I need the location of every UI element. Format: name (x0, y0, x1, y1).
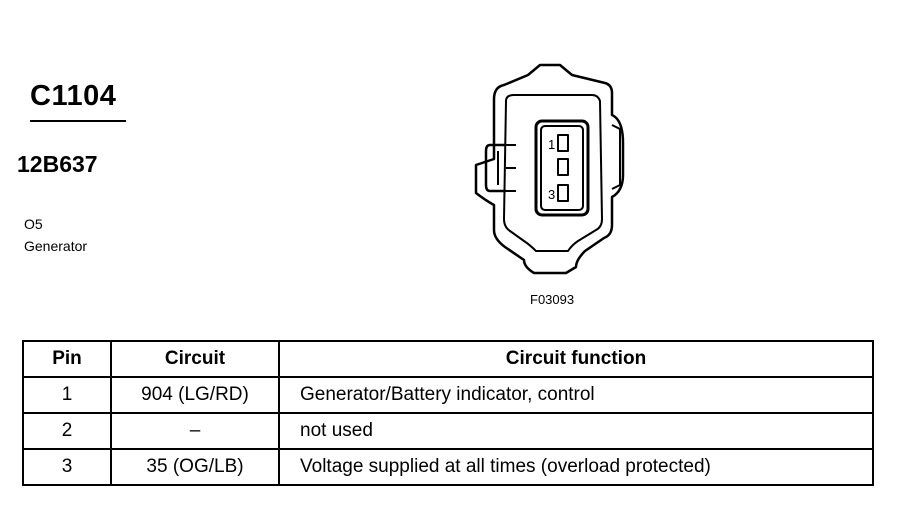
component-name: Generator (24, 238, 88, 254)
pinout-table: Pin Circuit Circuit function 1 904 (LG/R… (22, 340, 874, 486)
pin-cell: 1 (22, 376, 112, 414)
connector-face-icon: 1 3 (474, 63, 625, 275)
pin-label-1: 1 (548, 137, 555, 152)
connector-id-underline (30, 120, 126, 122)
connector-housing-inner (503, 94, 603, 252)
pin-cavity-frame (534, 119, 590, 217)
table-header-row: Pin Circuit Circuit function (22, 340, 874, 378)
pin-label-3: 3 (548, 187, 555, 202)
pin-cell: 3 (22, 448, 112, 486)
function-cell: Voltage supplied at all times (overload … (278, 448, 874, 486)
part-number: 12B637 (17, 151, 98, 177)
location-code: O5 (24, 216, 43, 232)
terminal-pin-3 (557, 184, 569, 202)
header-circuit: Circuit (110, 340, 280, 378)
figure-code: F03093 (530, 292, 575, 307)
connector-id: C1104 (30, 80, 117, 112)
table-row: 1 904 (LG/RD) Generator/Battery indicato… (22, 376, 874, 414)
function-cell: not used (278, 412, 874, 450)
function-cell: Generator/Battery indicator, control (278, 376, 874, 414)
connector-housing-outer (474, 63, 625, 275)
connector-side-ridge (611, 124, 621, 190)
connector-lock-tab (484, 143, 506, 193)
circuit-cell: 35 (OG/LB) (110, 448, 280, 486)
table-row: 3 35 (OG/LB) Voltage supplied at all tim… (22, 448, 874, 486)
circuit-cell: 904 (LG/RD) (110, 376, 280, 414)
table-row: 2 – not used (22, 412, 874, 450)
terminal-pin-2 (557, 158, 569, 176)
terminal-pin-1 (557, 134, 569, 152)
circuit-cell: – (110, 412, 280, 450)
pin-cell: 2 (22, 412, 112, 450)
pin-cavity-frame-inner (540, 125, 584, 211)
header-circuit-function: Circuit function (278, 340, 874, 378)
header-pin: Pin (22, 340, 112, 378)
